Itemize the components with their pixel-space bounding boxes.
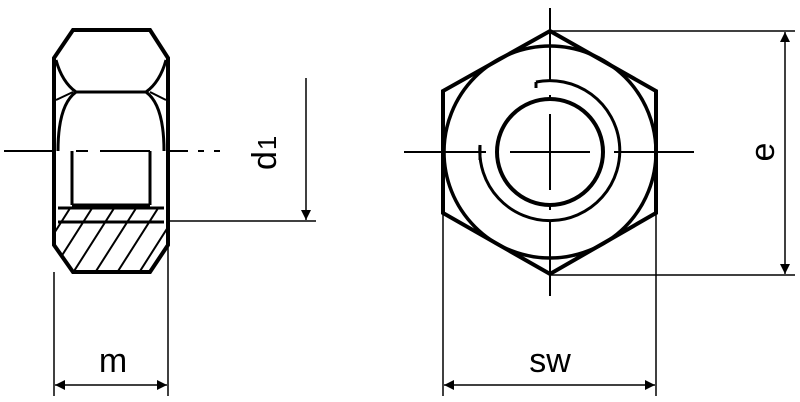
d1-dimension [168,78,316,222]
e-dimension [550,30,795,276]
sw-label: sw [529,342,571,380]
chamfer-curves [54,59,168,94]
bore-lines [70,151,152,207]
centerlines [404,8,694,296]
e-label: e [744,143,782,162]
side-view [4,28,220,274]
sw-dimension [442,213,657,396]
d1-label: d1 [246,136,284,170]
thread-arc [478,79,622,223]
m-label: m [99,342,127,380]
hatched-section [54,208,168,272]
top-view [404,8,694,296]
m-dimension [53,222,169,396]
